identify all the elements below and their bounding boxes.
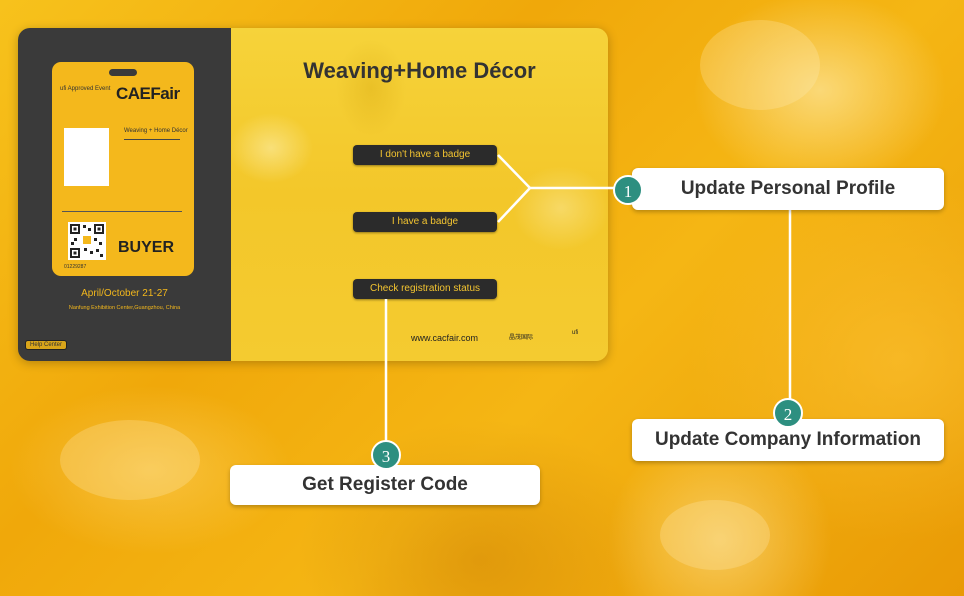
cacfair-logo: CAEFair bbox=[116, 84, 180, 103]
badge-preview: ufi Approved Event CAEFair Weaving + Hom… bbox=[52, 62, 194, 276]
sidebar: ufi Approved Event CAEFair Weaving + Hom… bbox=[18, 28, 231, 361]
callout-update-company: Update Company Information bbox=[632, 419, 944, 461]
bokeh-light bbox=[60, 420, 200, 500]
website-link[interactable]: www.cacfair.com bbox=[411, 333, 479, 343]
ufi-logo: ufi Approved Event bbox=[60, 86, 111, 92]
step-number-1: 1 bbox=[613, 175, 643, 205]
have-badge-button[interactable]: I have a badge bbox=[353, 212, 497, 232]
help-center-button[interactable]: Help Center bbox=[25, 340, 68, 350]
check-status-button[interactable]: Check registration status bbox=[353, 279, 497, 299]
badge-event-name: Weaving + Home Décor bbox=[124, 128, 188, 134]
bokeh-light bbox=[660, 500, 770, 570]
callout-update-profile: Update Personal Profile bbox=[632, 168, 944, 210]
no-badge-button[interactable]: I don't have a badge bbox=[353, 145, 497, 165]
step-number-3: 3 bbox=[371, 440, 401, 470]
qr-code-icon bbox=[68, 222, 106, 260]
event-venue: Nanfung Exhibition Center,Guangzhou, Chi… bbox=[68, 305, 181, 311]
divider bbox=[62, 211, 182, 212]
photo-placeholder bbox=[64, 128, 109, 186]
organizer-logo: 晶茂国际 bbox=[509, 335, 534, 341]
badge-slot bbox=[109, 69, 137, 76]
main-panel: Weaving+Home Décor I don't have a badge … bbox=[231, 28, 608, 361]
callout-register-code: Get Register Code bbox=[230, 465, 540, 505]
badge-role: BUYER bbox=[118, 239, 175, 256]
bokeh-light bbox=[700, 20, 820, 110]
step-number-2: 2 bbox=[773, 398, 803, 428]
divider bbox=[124, 139, 180, 140]
qr-number: 01229287 bbox=[64, 264, 87, 270]
ufi-footer-logo: ufi bbox=[572, 330, 579, 336]
page-title: Weaving+Home Décor bbox=[303, 58, 536, 83]
event-dates: April/October 21-27 bbox=[81, 288, 168, 299]
registration-screen: ufi Approved Event CAEFair Weaving + Hom… bbox=[18, 28, 608, 361]
